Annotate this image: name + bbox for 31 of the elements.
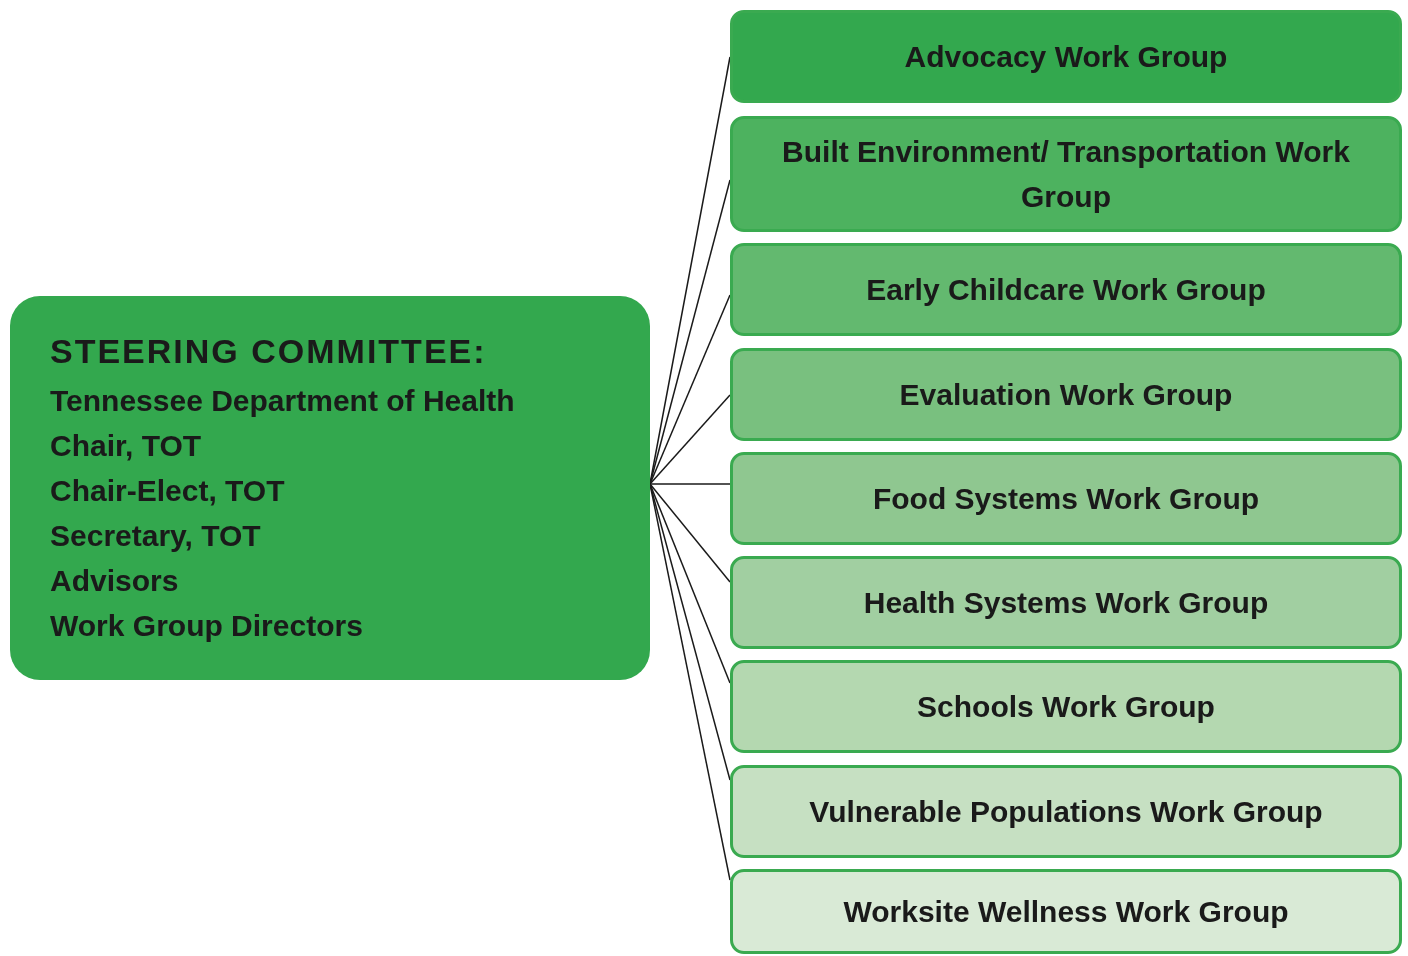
connector-line xyxy=(649,483,731,583)
group-name: Advocacy Work Group xyxy=(904,39,1228,75)
group-name: Built Environment/ Transportation Work Group xyxy=(781,134,1351,215)
group-name: Food Systems Work Group xyxy=(872,481,1260,517)
connector-line xyxy=(649,394,731,485)
work-group-box xyxy=(730,452,1402,545)
work-group-box xyxy=(730,660,1402,753)
member-text: Chair-Elect, TOT xyxy=(50,473,286,509)
group-name: Vulnerable Populations Work Group xyxy=(809,794,1323,830)
work-group-box xyxy=(730,10,1402,103)
work-group-box xyxy=(730,765,1402,858)
group-name: Health Systems Work Group xyxy=(863,585,1269,621)
work-group-box xyxy=(730,869,1402,954)
committee-box xyxy=(10,296,650,680)
member-text: Chair, TOT xyxy=(50,428,203,464)
group-name: Worksite Wellness Work Group xyxy=(843,894,1289,930)
committee-heading: STEERING COMMITTEE: xyxy=(50,331,488,372)
group-name: Schools Work Group xyxy=(917,689,1215,725)
connector-line xyxy=(649,483,731,485)
member-text: Advisors xyxy=(50,563,180,599)
connector-line xyxy=(649,483,731,684)
work-group-box xyxy=(730,116,1402,232)
group-name: Evaluation Work Group xyxy=(899,377,1233,413)
member-text: Secretary, TOT xyxy=(50,518,262,554)
member-text: Tennessee Department of Health xyxy=(50,383,516,419)
work-group-box xyxy=(730,243,1402,336)
work-group-box xyxy=(730,556,1402,649)
connector-line xyxy=(649,294,731,485)
member-text: Work Group Directors xyxy=(50,608,364,644)
work-group-box xyxy=(730,348,1402,441)
group-name: Early Childcare Work Group xyxy=(866,272,1266,308)
